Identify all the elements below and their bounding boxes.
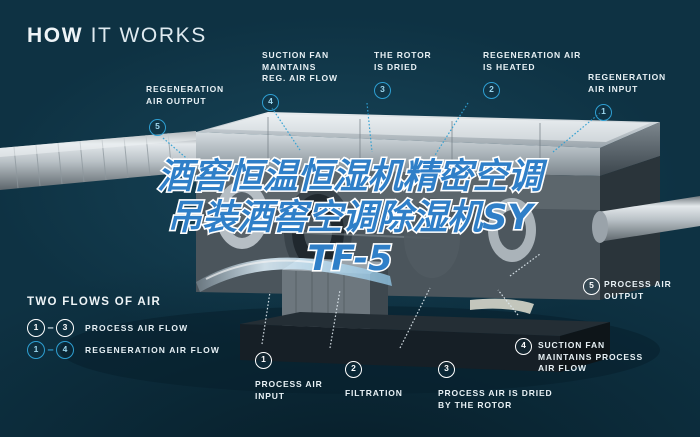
title-bold: HOW	[27, 24, 84, 47]
callout-label-suction-fan-reg-air-flow: SUCTION FAN MAINTAINS REG. AIR FLOW	[262, 50, 338, 83]
marker-1-regeneration-air-input[interactable]: 1	[595, 104, 612, 121]
right-outlet-duct	[592, 196, 700, 243]
airflow-ribbon	[196, 257, 392, 292]
marker-4-suction-fan-process-air-flow[interactable]: 4	[515, 338, 532, 355]
legend-dash: –	[47, 322, 54, 334]
desiccant-rotor	[283, 186, 460, 278]
legend-row-regeneration-air-flow: 1 – 4 REGENERATION AIR FLOW	[27, 339, 220, 361]
legend: TWO FLOWS OF AIR 1 – 3 PROCESS AIR FLOW …	[27, 296, 220, 361]
marker-5-regeneration-air-output[interactable]: 5	[149, 119, 166, 136]
machine-main-body	[196, 112, 660, 176]
deflector-vane	[470, 298, 534, 314]
marker-3-the-rotor-is-dried[interactable]: 3	[374, 82, 391, 99]
marker-2-regeneration-air-is-heated[interactable]: 2	[483, 82, 500, 99]
marker-3-process-air-dried-by-rotor[interactable]: 3	[438, 361, 455, 378]
callout-label-suction-fan-process-air-flow: SUCTION FAN MAINTAINS PROCESS AIR FLOW	[538, 340, 643, 373]
marker-5-process-air-output[interactable]: 5	[583, 278, 600, 295]
legend-row-process-air-flow: 1 – 3 PROCESS AIR FLOW	[27, 317, 220, 339]
legend-marker-from-1-cyan: 1	[27, 341, 45, 359]
legend-marker-from-1: 1	[27, 319, 45, 337]
callout-label-process-air-dried-by-rotor: PROCESS AIR IS DRIED BY THE ROTOR	[438, 388, 553, 410]
legend-label-regeneration-air-flow: REGENERATION AIR FLOW	[85, 345, 221, 355]
legend-marker-to-4-cyan: 4	[56, 341, 74, 359]
callout-label-process-air-output: PROCESS AIR OUTPUT	[604, 279, 672, 301]
marker-2-filtration[interactable]: 2	[345, 361, 362, 378]
legend-title: TWO FLOWS OF AIR	[27, 296, 162, 308]
callout-label-regeneration-air-input: REGENERATION AIR INPUT	[588, 72, 667, 94]
left-flexible-duct	[0, 131, 202, 190]
leader-lines	[162, 102, 601, 349]
callout-label-regeneration-air-is-heated: REGENERATION AIR IS HEATED	[483, 50, 582, 72]
fan-housings	[216, 181, 536, 262]
callout-label-regeneration-air-output: REGENERATION AIR OUTPUT	[146, 84, 225, 106]
legend-dash-cyan: –	[47, 344, 54, 356]
callout-label-filtration: FILTRATION	[345, 388, 403, 398]
marker-4-suction-fan-reg-air-flow[interactable]: 4	[262, 94, 279, 111]
legend-label-process-air-flow: PROCESS AIR FLOW	[85, 323, 189, 333]
page-title: HOW IT WORKS	[27, 24, 207, 48]
title-light: IT WORKS	[90, 24, 207, 47]
callout-label-the-rotor-is-dried: THE ROTOR IS DRIED	[374, 50, 432, 72]
marker-1-process-air-input[interactable]: 1	[255, 352, 272, 369]
legend-marker-to-3: 3	[56, 319, 74, 337]
callout-label-process-air-input: PROCESS AIR INPUT	[255, 379, 323, 401]
